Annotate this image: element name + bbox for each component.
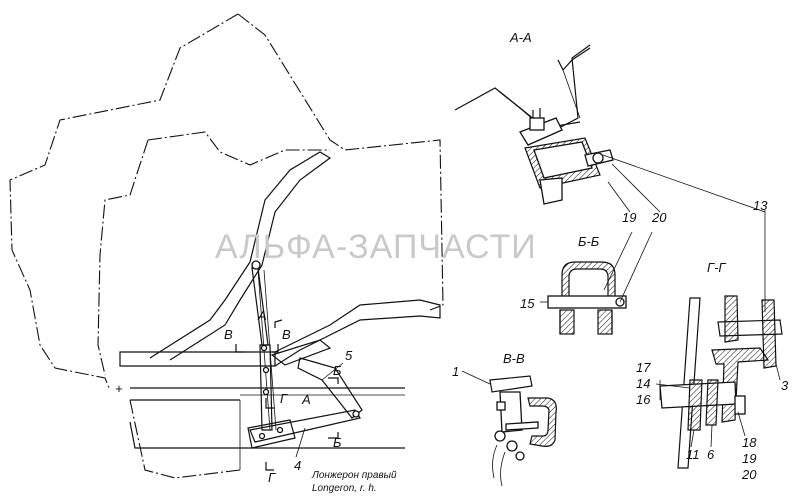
cut-marks: А А В В Б Б Г Г xyxy=(224,308,342,485)
cab-outline xyxy=(9,13,444,479)
callout-13: 17 xyxy=(636,360,651,375)
section-vv-view xyxy=(489,375,557,487)
callout-8: 11 xyxy=(686,447,700,462)
callout-5: 6 xyxy=(707,447,715,462)
section-bb-view xyxy=(540,231,653,335)
callout-15: 14 xyxy=(636,376,650,391)
cut-mark-v1: В xyxy=(224,327,233,342)
callout-1: 1 xyxy=(452,364,459,379)
caption-en: Longeron, r. h. xyxy=(312,483,377,494)
callout-19: 19 xyxy=(622,210,636,225)
callout-3: 3 xyxy=(781,378,789,393)
section-title-gg: Г-Г xyxy=(707,260,726,275)
bracket-bar xyxy=(119,299,441,367)
section-title-aa: А-А xyxy=(509,30,532,45)
cut-mark-g2: Г xyxy=(268,470,276,485)
callout-18: 20 xyxy=(741,467,757,482)
callout-6: 5 xyxy=(345,348,353,363)
section-title-vv: В-В xyxy=(503,351,525,366)
callout-4: 4 xyxy=(294,458,301,473)
cut-mark-b1: Б xyxy=(333,363,342,378)
support-tube xyxy=(149,151,332,361)
cut-mark-b2: Б xyxy=(333,435,342,450)
linkage xyxy=(247,339,363,449)
section-aa-view xyxy=(454,44,766,213)
section-title-bb: Б-Б xyxy=(578,234,600,249)
callout-17: 16 xyxy=(636,392,651,407)
callout-16: 19 xyxy=(742,451,756,466)
cut-mark-a1: А xyxy=(257,308,267,323)
callout-14: 18 xyxy=(742,435,757,450)
caption-ru: Лонжерон правый xyxy=(311,470,397,481)
vertical-rods xyxy=(251,260,277,431)
svg-text:+: + xyxy=(115,381,123,396)
cut-mark-v2: В xyxy=(282,327,291,342)
longeron: + xyxy=(115,381,405,470)
callout-20: 20 xyxy=(651,210,667,225)
callout-12: 15 xyxy=(520,296,535,311)
cut-mark-a2: А xyxy=(301,392,311,407)
cut-mark-g1: Г xyxy=(280,391,288,406)
section-gg-view xyxy=(659,210,783,469)
callout-11: 13 xyxy=(753,198,768,213)
watermark-text: АЛЬФА-ЗАПЧАСТИ xyxy=(215,228,537,266)
